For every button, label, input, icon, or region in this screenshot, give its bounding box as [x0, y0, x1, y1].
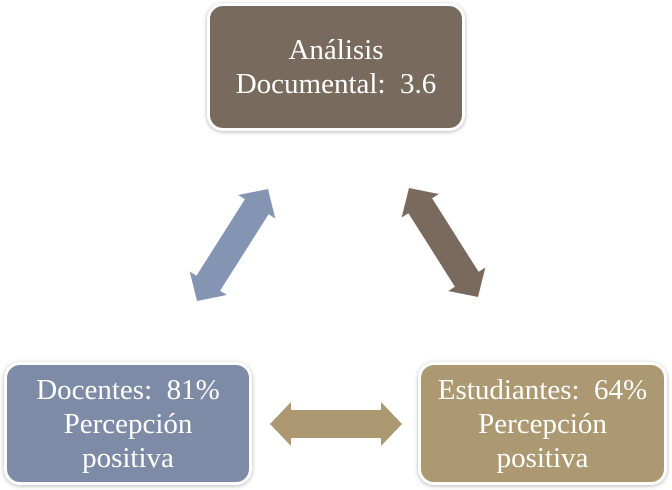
node-text-line: Docentes: 81%	[36, 373, 220, 406]
double-arrow-docentes-estudiantes	[270, 402, 402, 446]
node-text-line: Percepción	[63, 407, 193, 440]
double-arrow-analisis-estudiantes	[401, 188, 486, 297]
node-text-line: positiva	[82, 441, 174, 474]
node-estudiantes: Estudiantes: 64% Percepción positiva	[418, 362, 667, 485]
node-text-line: Documental: 3.6	[235, 68, 437, 100]
node-docentes: Docentes: 81% Percepción positiva	[4, 362, 252, 485]
node-text-line: Análisis	[288, 34, 384, 66]
node-text-line: positiva	[496, 441, 589, 474]
node-analisis-documental: Análisis Documental: 3.6	[207, 3, 465, 131]
node-text-line: Estudiantes: 64%	[437, 373, 648, 406]
double-arrow-docentes-analisis	[189, 189, 276, 301]
node-text-line: Percepción	[478, 407, 607, 440]
